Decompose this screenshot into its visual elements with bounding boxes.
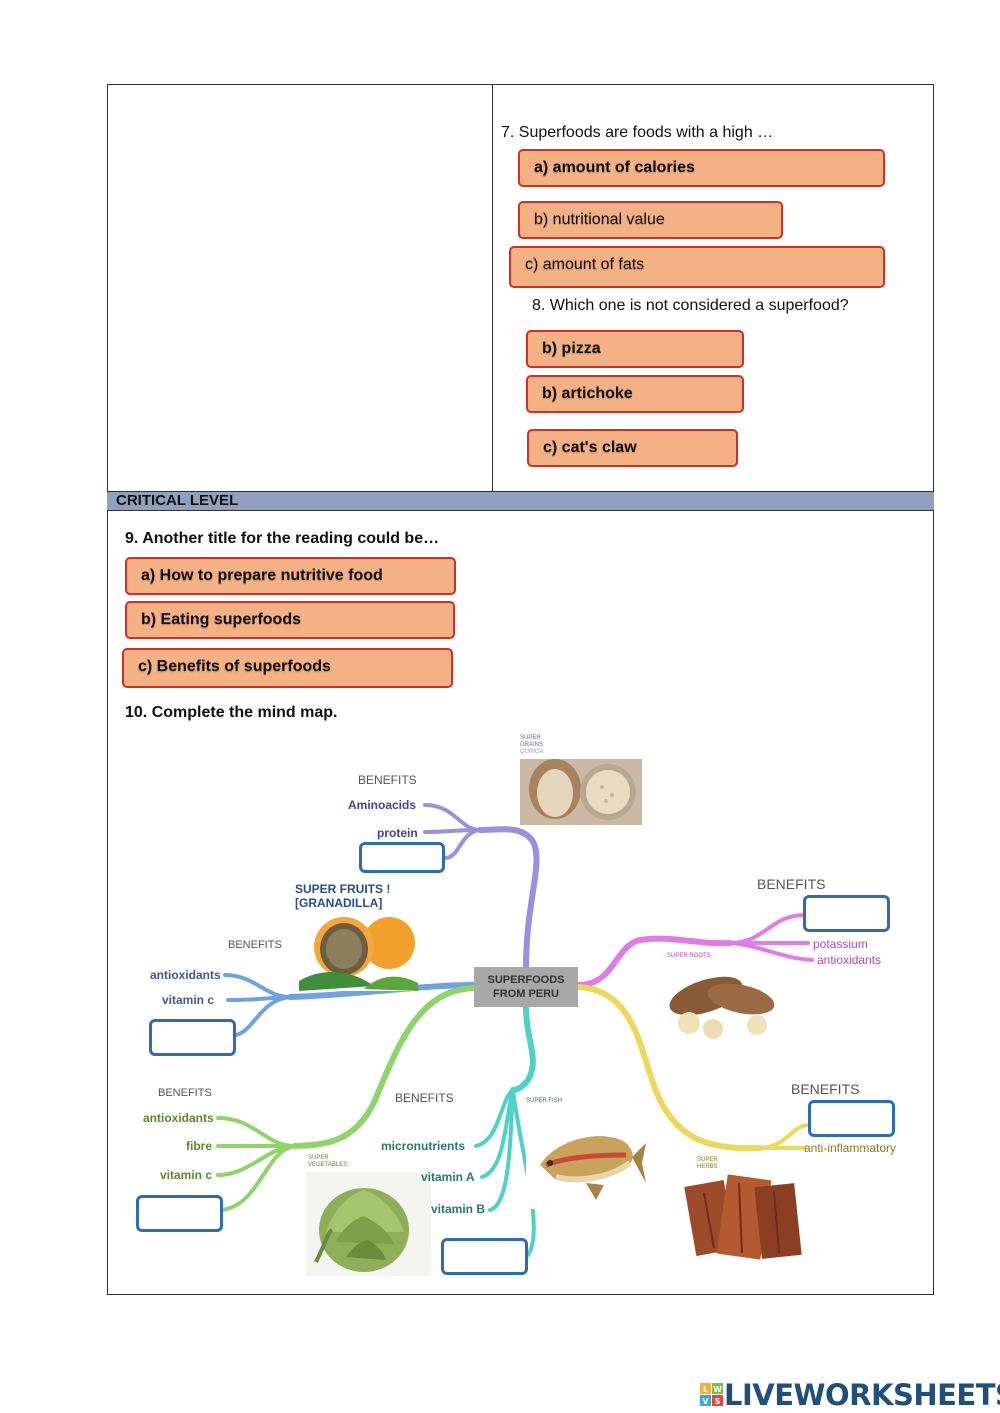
critical-level-header: CRITICAL LEVEL xyxy=(107,491,934,511)
granadilla-photo-icon xyxy=(294,911,418,991)
grains-blank-input[interactable] xyxy=(359,842,445,873)
fruits-blank-input[interactable] xyxy=(149,1019,236,1056)
bark-photo-icon xyxy=(684,1173,807,1268)
svg-text:L: L xyxy=(703,1385,708,1394)
yacon-image xyxy=(661,961,783,1043)
grains-item-aminoacids: Aminoacids xyxy=(348,798,417,812)
fruits-benefits-label: BENEFITS xyxy=(228,939,282,951)
grains-caption-2: GRAINS xyxy=(520,742,544,748)
roots-caption: SUPER ROOTS xyxy=(667,953,711,959)
fruits-item-vitamin-c: vitamin c xyxy=(162,993,215,1007)
granadilla-image xyxy=(294,911,418,991)
fruits-caption-2: [GRANADILLA] xyxy=(295,896,383,910)
grains-caption-1: SUPER xyxy=(520,735,541,741)
vegetables-benefits-label: BENEFITS xyxy=(158,1087,212,1099)
roots-item-antioxidants: antioxidants xyxy=(817,953,882,967)
liveworksheets-logo: L W V S LIVEWORKSHEETS xyxy=(700,1378,1000,1412)
fish-image xyxy=(526,1105,648,1209)
roots-benefits-label: BENEFITS xyxy=(757,876,826,892)
fruits-caption: SUPER FRUITS ! [GRANADILLA] xyxy=(295,882,390,910)
quinoa-image xyxy=(520,759,642,825)
liveworksheets-wordmark: LIVEWORKSHEETS xyxy=(724,1378,1000,1412)
artichoke-image xyxy=(306,1172,431,1276)
grains-benefits-label: BENEFITS xyxy=(358,773,417,787)
fish-blank-input[interactable] xyxy=(441,1238,528,1275)
question-10: 10. Complete the mind map. xyxy=(125,704,338,721)
svg-text:V: V xyxy=(702,1397,709,1406)
herbs-caption: SUPER HERBS xyxy=(697,1157,718,1171)
center-line-1: SUPERFOODS xyxy=(487,974,565,986)
fish-caption: SUPER FISH xyxy=(526,1098,563,1104)
q7-option-b[interactable]: b) nutritional value xyxy=(518,201,783,239)
vegetables-caption-2: VEGETABLES xyxy=(308,1162,348,1168)
fish-item-micronutrients: micronutrients xyxy=(381,1139,466,1153)
center-line-2: FROM PERU xyxy=(493,988,559,1000)
vegetables-caption-1: SUPER xyxy=(308,1155,329,1161)
svg-text:W: W xyxy=(713,1385,722,1394)
grains-item-protein: protein xyxy=(377,826,418,840)
question-9: 9. Another title for the reading could b… xyxy=(125,530,440,547)
mind-map-center: SUPERFOODS FROM PERU xyxy=(474,967,578,1007)
worksheet-frame xyxy=(107,84,934,1295)
cats-claw-image xyxy=(684,1173,807,1268)
herbs-benefits-label: BENEFITS xyxy=(791,1081,860,1097)
q9-option-a[interactable]: a) How to prepare nutritive food xyxy=(125,557,456,595)
fruits-item-antioxidants: antioxidants xyxy=(150,968,221,982)
vegetables-item-fibre: fibre xyxy=(186,1139,213,1153)
svg-text:S: S xyxy=(715,1397,721,1406)
q9-option-b[interactable]: b) Eating superfoods xyxy=(125,601,455,639)
fish-benefits-label: BENEFITS xyxy=(395,1091,454,1105)
q8-option-pizza[interactable]: b) pizza xyxy=(526,330,744,368)
herbs-blank-input[interactable] xyxy=(808,1100,895,1137)
vegetables-item-antioxidants: antioxidants xyxy=(143,1111,214,1125)
q8-option-artichoke[interactable]: b) artichoke xyxy=(526,375,744,413)
q7-option-c[interactable]: c) amount of fats xyxy=(509,246,885,288)
grains-caption-3: QUINOA xyxy=(520,749,544,755)
liveworksheets-badge-icon: L W V S xyxy=(700,1383,723,1406)
herbs-item-anti-inflammatory: anti-inflammatory xyxy=(804,1141,897,1155)
grains-caption: SUPER GRAINS QUINOA xyxy=(520,735,544,756)
critical-level-label: CRITICAL LEVEL xyxy=(116,492,239,509)
vegetables-item-vitamin-c: vitamin c xyxy=(160,1168,213,1182)
fish-item-vitamin-b: vitamin B xyxy=(431,1202,486,1216)
quinoa-photo-icon xyxy=(520,759,642,825)
vegetables-blank-input[interactable] xyxy=(136,1195,223,1232)
question-8: 8. Which one is not considered a superfo… xyxy=(532,297,849,314)
yacon-photo-icon xyxy=(661,961,783,1043)
trout-photo-icon xyxy=(526,1105,648,1209)
column-divider xyxy=(492,84,493,491)
vegetables-caption: SUPER VEGETABLES xyxy=(308,1155,347,1169)
q8-option-cats-claw[interactable]: c) cat's claw xyxy=(527,429,738,467)
artichoke-photo-icon xyxy=(306,1172,431,1276)
fish-item-vitamin-a: vitamin A xyxy=(421,1170,475,1184)
q7-option-a[interactable]: a) amount of calories xyxy=(518,149,885,187)
roots-blank-input[interactable] xyxy=(803,895,890,932)
herbs-caption-2: HERBS xyxy=(697,1164,718,1170)
roots-item-potassium: potassium xyxy=(813,937,868,951)
question-7: 7. Superfoods are foods with a high … xyxy=(501,124,774,141)
herbs-caption-1: SUPER xyxy=(697,1157,718,1163)
fruits-caption-1: SUPER FRUITS ! xyxy=(295,882,391,896)
q9-option-c[interactable]: c) Benefits of superfoods xyxy=(122,648,453,688)
